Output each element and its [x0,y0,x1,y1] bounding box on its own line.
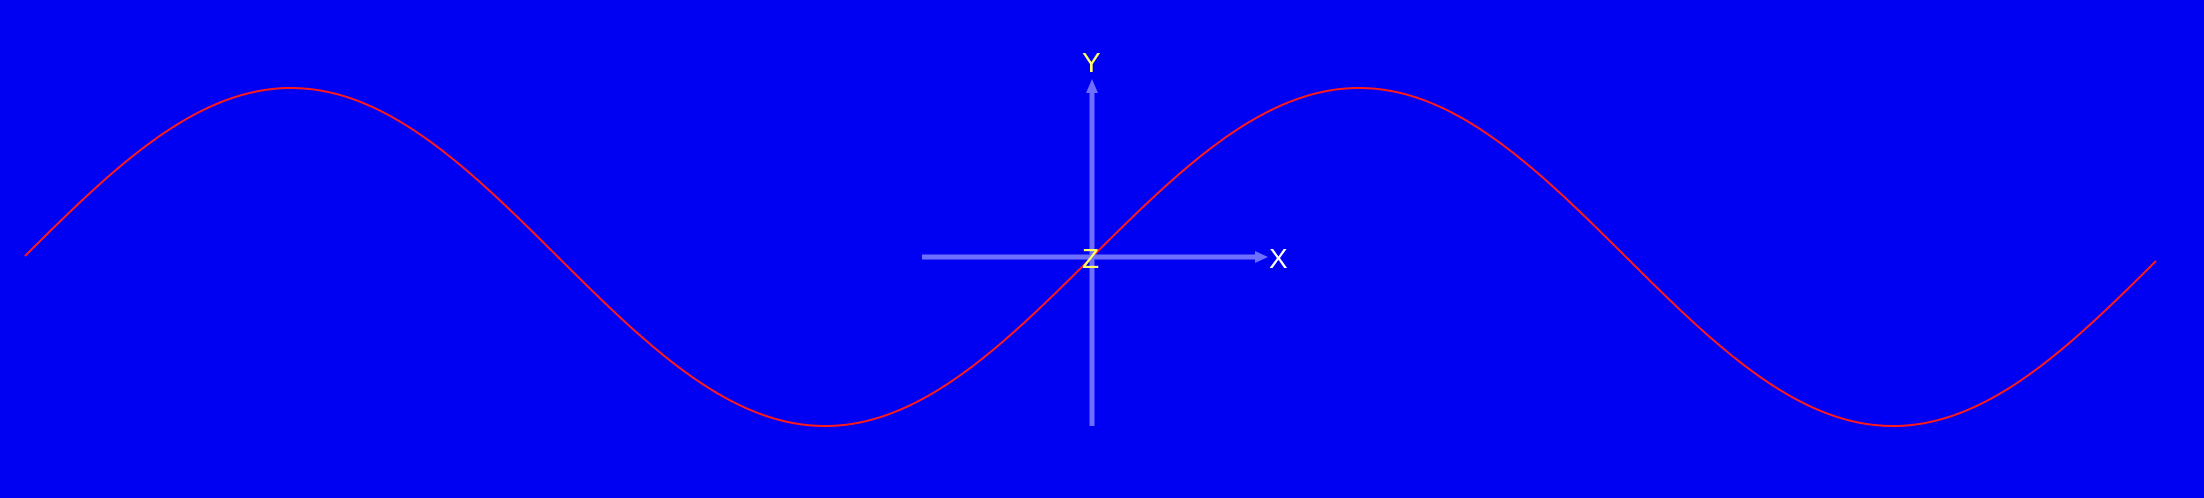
x-axis-arrow-icon [1255,251,1268,263]
z-axis-label: Z [1082,243,1099,274]
y-axis-label: Y [1082,47,1101,78]
axis-gizmo[interactable]: X Y Z [922,47,1288,426]
y-axis-arrow-icon [1086,79,1098,93]
x-axis-label: X [1269,243,1288,274]
